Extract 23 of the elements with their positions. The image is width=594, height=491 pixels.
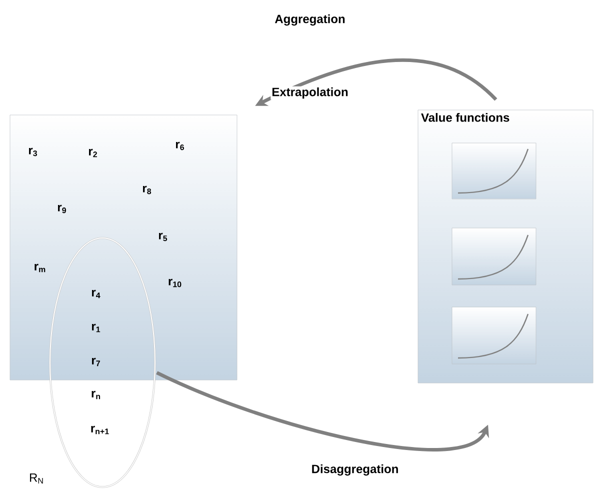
chart-box xyxy=(452,228,536,286)
ellipse xyxy=(49,237,156,488)
item-label: r$_{m}$ xyxy=(34,264,46,272)
item-label: r$_{6}$ xyxy=(176,142,184,150)
item-label: r$_{5}$ xyxy=(158,232,168,242)
item-label: r$_{7}$ xyxy=(92,358,100,366)
set-label: R$_{N}$ xyxy=(30,473,43,484)
item-label: r$_{8}$ xyxy=(142,186,152,194)
item-label: r$_{n+1}$ xyxy=(91,426,109,434)
item-label: r$_{9}$ xyxy=(58,204,66,214)
item-label: r$_{n}$ xyxy=(92,390,100,400)
edge-label: Extrapolation xyxy=(270,86,350,100)
item-label: r$_{3}$ xyxy=(28,148,38,156)
arrow xyxy=(156,371,489,452)
item-label: r$_{4}$ xyxy=(92,290,100,298)
heading-label: Aggregation xyxy=(274,14,345,26)
item-label: r$_{2}$ xyxy=(88,148,97,158)
item-label: r$_{1}$ xyxy=(92,324,100,332)
chart-box xyxy=(452,306,536,364)
edge-label: Disaggregation xyxy=(310,463,400,477)
chart-box xyxy=(452,142,536,200)
item-label: r$_{10}$ xyxy=(168,278,182,288)
panel xyxy=(10,114,238,380)
